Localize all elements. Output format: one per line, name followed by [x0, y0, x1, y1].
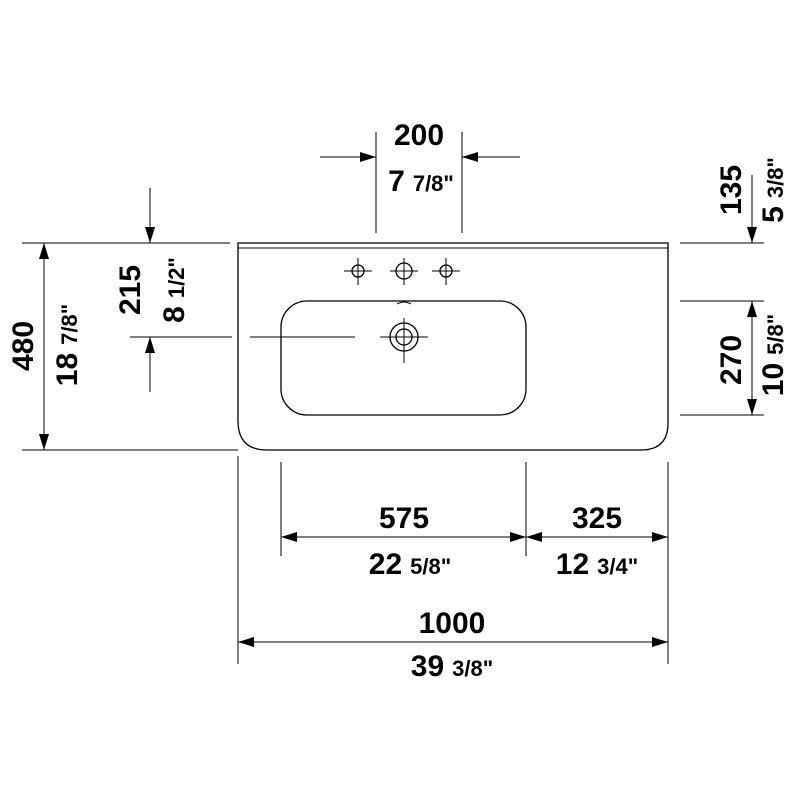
- bowl-width-inch-frac: 5/8": [410, 554, 451, 579]
- top-offset-inch-frac: 3/8": [763, 157, 788, 198]
- bowl-depth-inch-whole: 10: [757, 363, 790, 396]
- dimension-total-depth: 480 18 7/8": [7, 242, 238, 451]
- total-width-mm: 1000: [419, 607, 486, 640]
- faucet-hole-left: [344, 258, 372, 285]
- dimension-total-width: 1000 39 3/8": [237, 456, 669, 683]
- svg-text:5 3/8": 5 3/8": [757, 157, 790, 223]
- bowl-depth-inch-frac: 5/8": [763, 314, 788, 355]
- top-offset-mm: 135: [715, 165, 748, 215]
- sink-outline: [237, 242, 669, 451]
- deck-width-inch-frac: 3/4": [597, 554, 638, 579]
- svg-text:18 7/8": 18 7/8": [51, 304, 84, 386]
- dimension-bowl-width: 575 22 5/8": [280, 462, 527, 581]
- svg-text:7 7/8": 7 7/8": [388, 165, 454, 198]
- drain-icon: [380, 318, 428, 363]
- total-depth-inch-whole: 18: [51, 353, 84, 386]
- faucet-hole-center: [390, 258, 418, 285]
- svg-text:10 5/8": 10 5/8": [757, 314, 790, 396]
- svg-text:12 3/4": 12 3/4": [556, 548, 638, 581]
- dimension-top-offset: 135 5 3/8": [680, 157, 790, 244]
- deck-width-inch-whole: 12: [556, 548, 589, 581]
- dimension-deck-width: 325 12 3/4": [526, 462, 669, 581]
- sink-bowl: [280, 300, 527, 416]
- bowl-depth-mm: 270: [715, 335, 748, 385]
- faucet-spacing-mm: 200: [394, 119, 444, 152]
- height-to-waste-mm: 215: [114, 265, 147, 315]
- top-offset-inch-whole: 5: [757, 206, 790, 223]
- svg-text:22 5/8": 22 5/8": [369, 548, 451, 581]
- total-width-inch-whole: 39: [411, 650, 444, 683]
- total-depth-mm: 480: [7, 321, 40, 371]
- faucet-hole-right: [432, 258, 460, 285]
- total-width-inch-frac: 3/8": [452, 656, 493, 681]
- height-to-waste-inch-frac: 1/2": [164, 257, 189, 298]
- faucet-spacing-inch-frac: 7/8": [413, 171, 454, 196]
- total-depth-inch-frac: 7/8": [57, 304, 82, 345]
- bowl-width-mm: 575: [379, 502, 429, 535]
- svg-text:39 3/8": 39 3/8": [411, 650, 493, 683]
- bowl-width-inch-whole: 22: [369, 548, 402, 581]
- dimension-bowl-depth: 270 10 5/8": [680, 300, 790, 416]
- faucet-spacing-inch-whole: 7: [388, 165, 405, 198]
- overflow-slot: [396, 301, 412, 305]
- dimension-height-to-waste: 215 8 1/2": [114, 188, 355, 392]
- dimension-faucet-spacing: 200 7 7/8": [320, 119, 520, 233]
- height-to-waste-inch-whole: 8: [158, 306, 191, 323]
- deck-width-mm: 325: [572, 502, 622, 535]
- svg-text:8 1/2": 8 1/2": [158, 257, 191, 323]
